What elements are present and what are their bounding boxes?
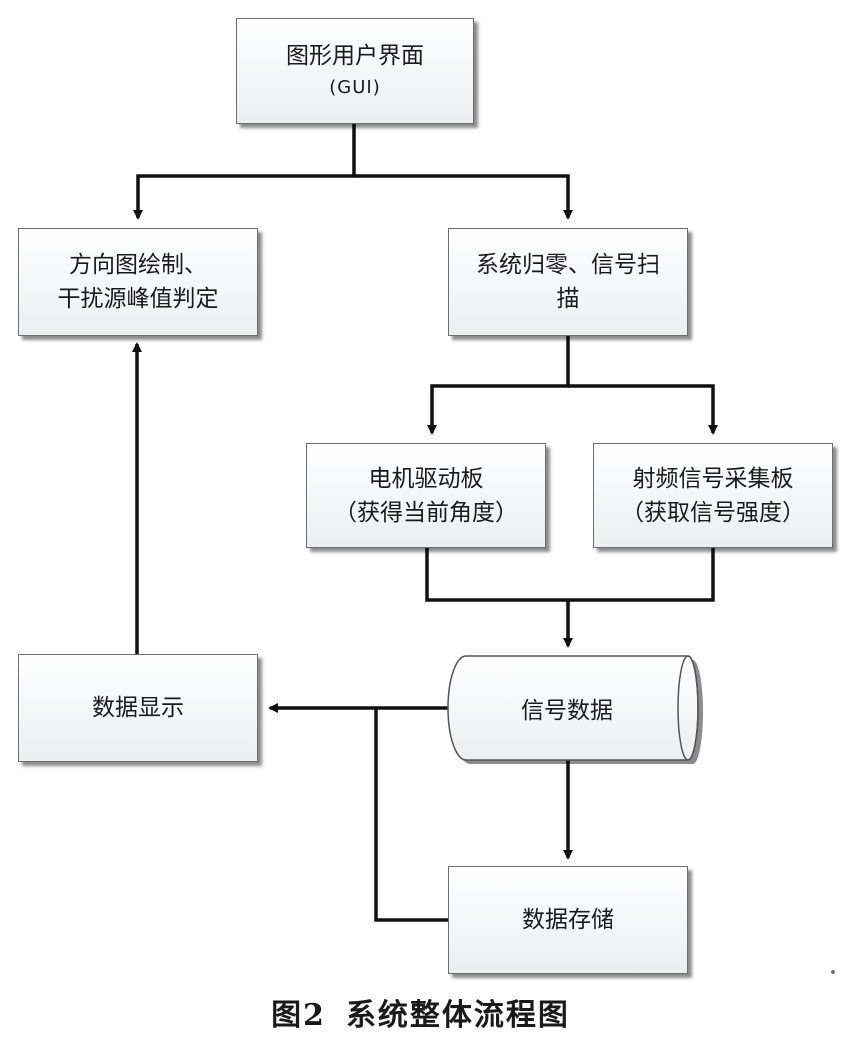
- node-system-zero-scan: 系统归零、信号扫 描: [448, 228, 688, 336]
- node-system-zero-line1: 系统归零、信号扫: [476, 252, 660, 278]
- figure-title: 系统整体流程图: [345, 998, 570, 1033]
- node-gui-title: 图形用户界面: [286, 43, 424, 69]
- node-data-storage-label: 数据存储: [522, 907, 614, 933]
- node-data-display-label: 数据显示: [92, 695, 184, 721]
- connector-gui-split: [133, 124, 356, 220]
- figure-caption: 图2 系统整体流程图: [0, 990, 841, 1034]
- signal-data-storage-cylinder: [447, 655, 703, 764]
- node-rf-line1: 射频信号采集板: [632, 465, 794, 492]
- stray-dot-mark: [831, 970, 835, 974]
- node-signal-data-label: 信号数据: [521, 698, 613, 724]
- node-system-zero-line2: 描: [556, 286, 580, 312]
- connector-gui-to-system-zero: [354, 174, 573, 220]
- connector-zero-to-rf: [568, 384, 718, 435]
- connector-boards-merge: [425, 548, 715, 602]
- connector-storage-to-display: [374, 708, 448, 922]
- node-motor-line2: （获得当前角度）: [334, 499, 518, 526]
- node-gui-subtitle: (GUI): [329, 77, 381, 98]
- node-rf-acquisition: 射频信号采集板 （获取信号强度）: [593, 443, 833, 548]
- node-data-storage: 数据存储: [448, 866, 688, 974]
- node-direction-line1: 方向图绘制、: [69, 252, 207, 278]
- node-direction-line2: 干扰源峰值判定: [57, 286, 219, 312]
- node-rf-line2: （获取信号强度）: [621, 499, 805, 526]
- node-data-display: 数据显示: [18, 654, 258, 762]
- node-direction-plot: 方向图绘制、 干扰源峰值判定: [18, 228, 258, 336]
- connector-zero-to-motor: [427, 336, 570, 435]
- node-gui: 图形用户界面 (GUI): [236, 18, 474, 124]
- node-motor-line1: 电机驱动板: [368, 465, 484, 492]
- node-motor-driver: 电机驱动板 （获得当前角度）: [306, 443, 546, 548]
- figure-number: 图2: [271, 998, 326, 1033]
